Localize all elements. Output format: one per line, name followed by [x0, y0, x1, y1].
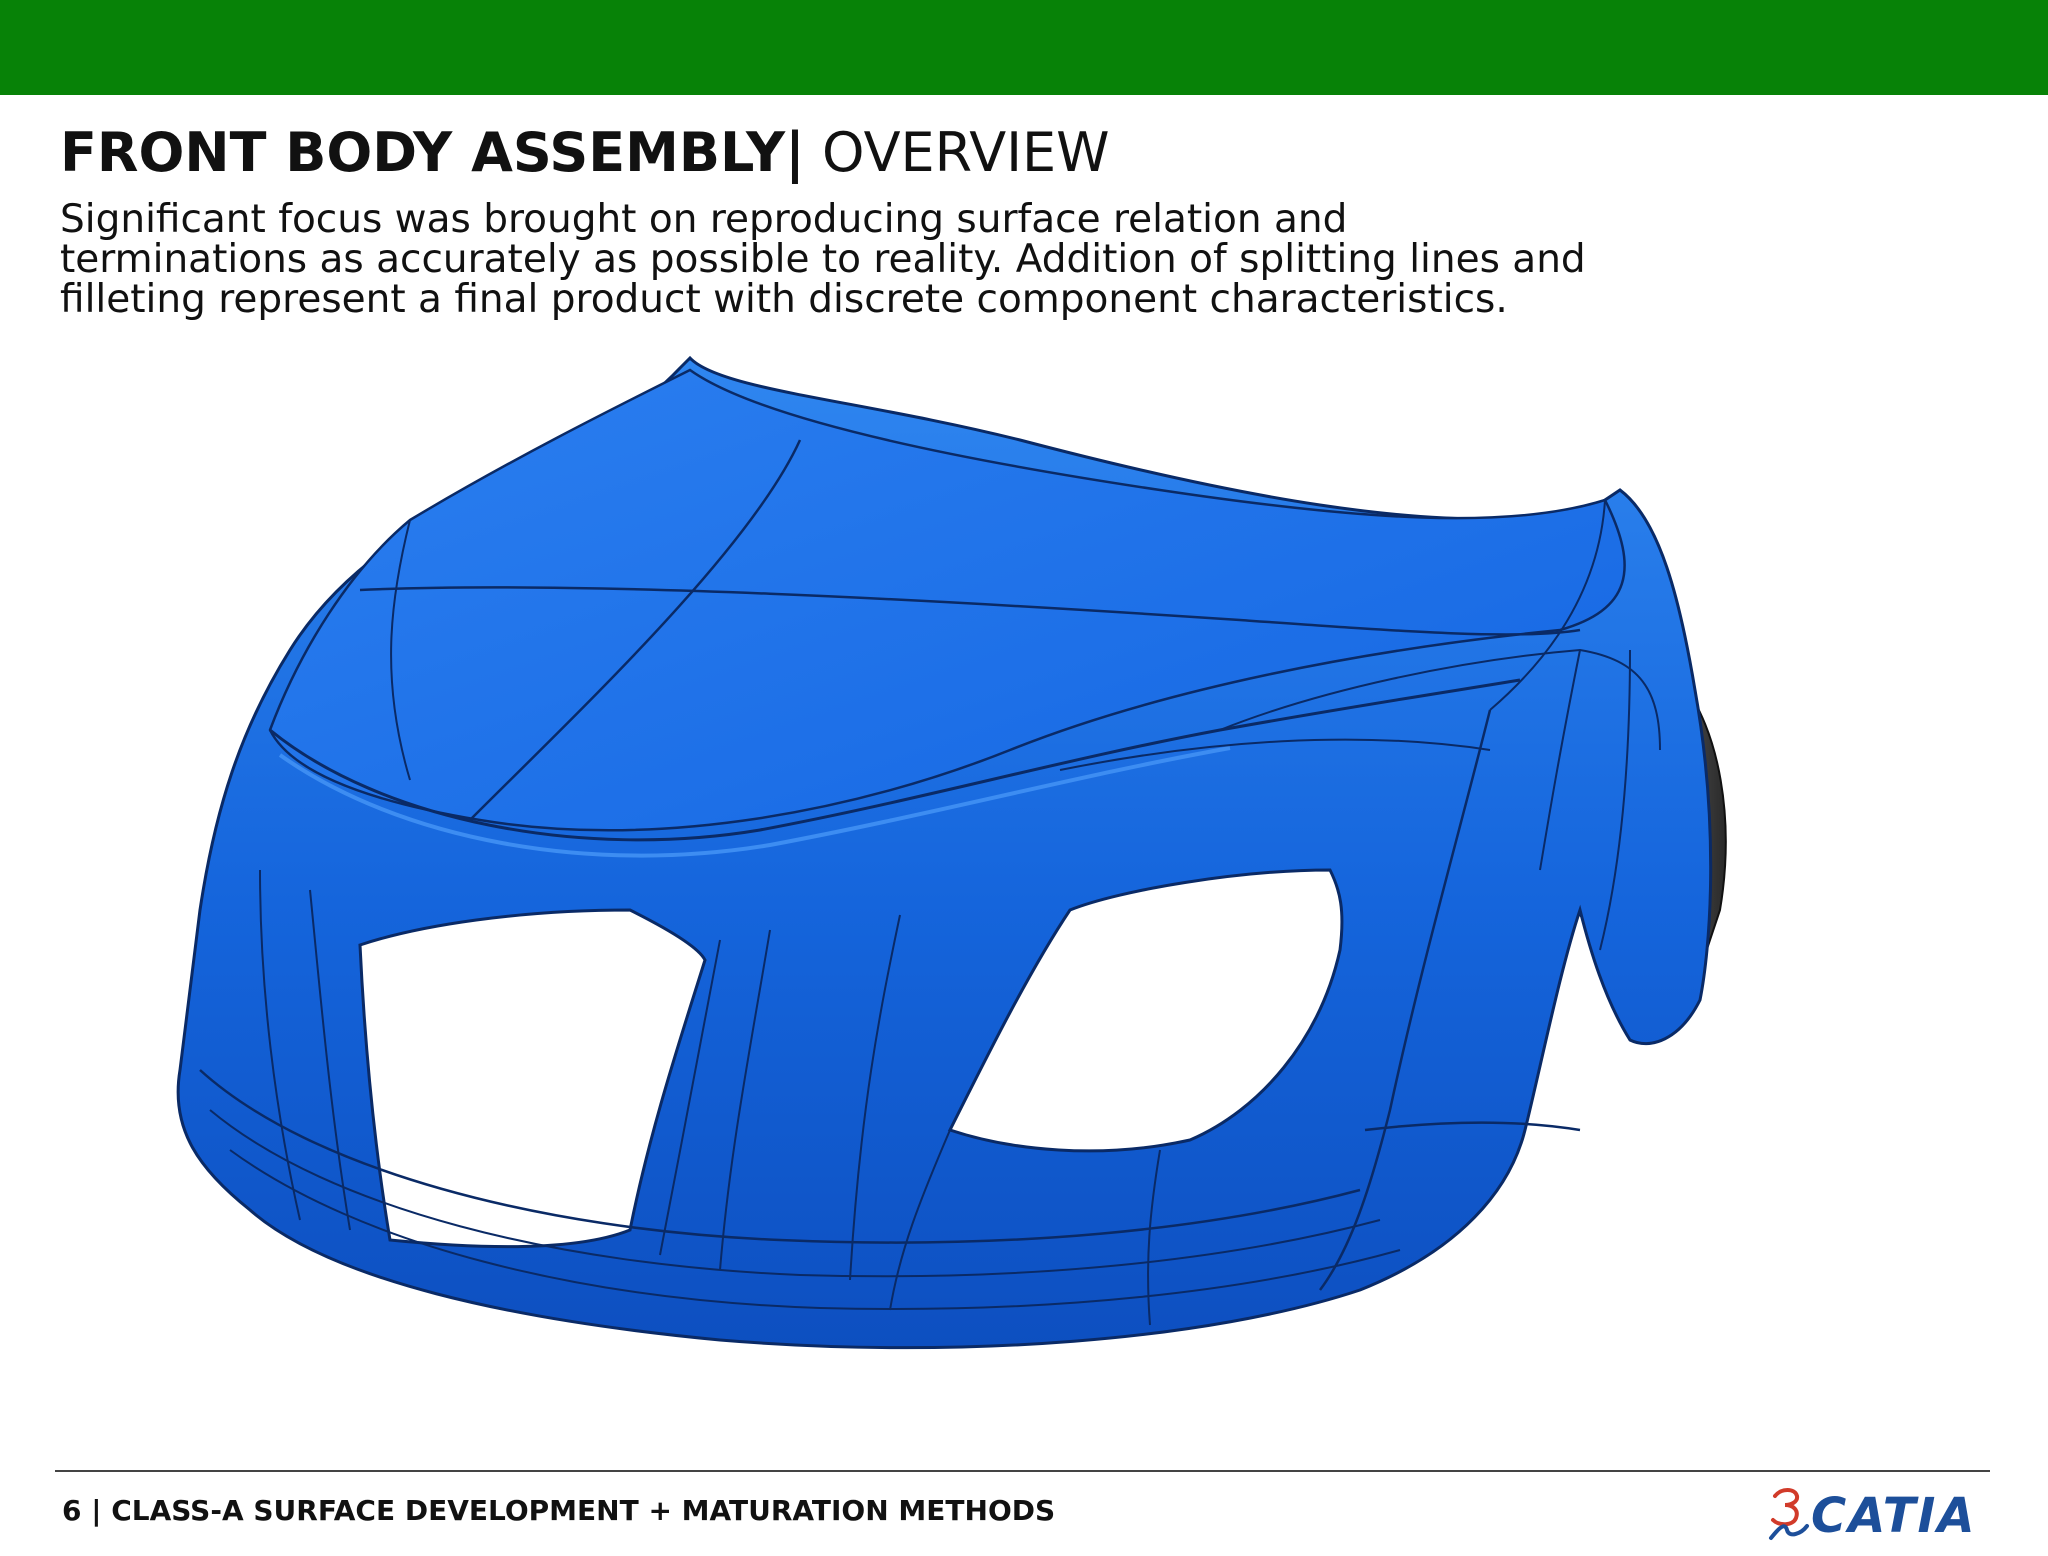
catia-logo-text: CATIA [1811, 1488, 1977, 1544]
page-title-main: FRONT BODY ASSEMBLY [60, 121, 786, 184]
page-title: FRONT BODY ASSEMBLY| OVERVIEW [60, 118, 1110, 188]
front-body-model-render [160, 350, 1870, 1450]
intro-paragraph: Significant focus was brought on reprodu… [60, 197, 1586, 322]
side-intake-opening [947, 868, 1344, 1153]
catia-logo: CATIA [1765, 1478, 1995, 1548]
footer-divider [55, 1470, 1990, 1472]
footer-text: 6 | CLASS-A SURFACE DEVELOPMENT + MATURA… [62, 1494, 1056, 1527]
page-title-separator: | [785, 121, 805, 184]
page-title-subtitle: OVERVIEW [804, 121, 1110, 184]
hood-surface [268, 368, 1626, 832]
3ds-logo-icon [1769, 1488, 1809, 1540]
top-accent-band [0, 0, 2048, 95]
main-grille-opening [358, 908, 707, 1249]
